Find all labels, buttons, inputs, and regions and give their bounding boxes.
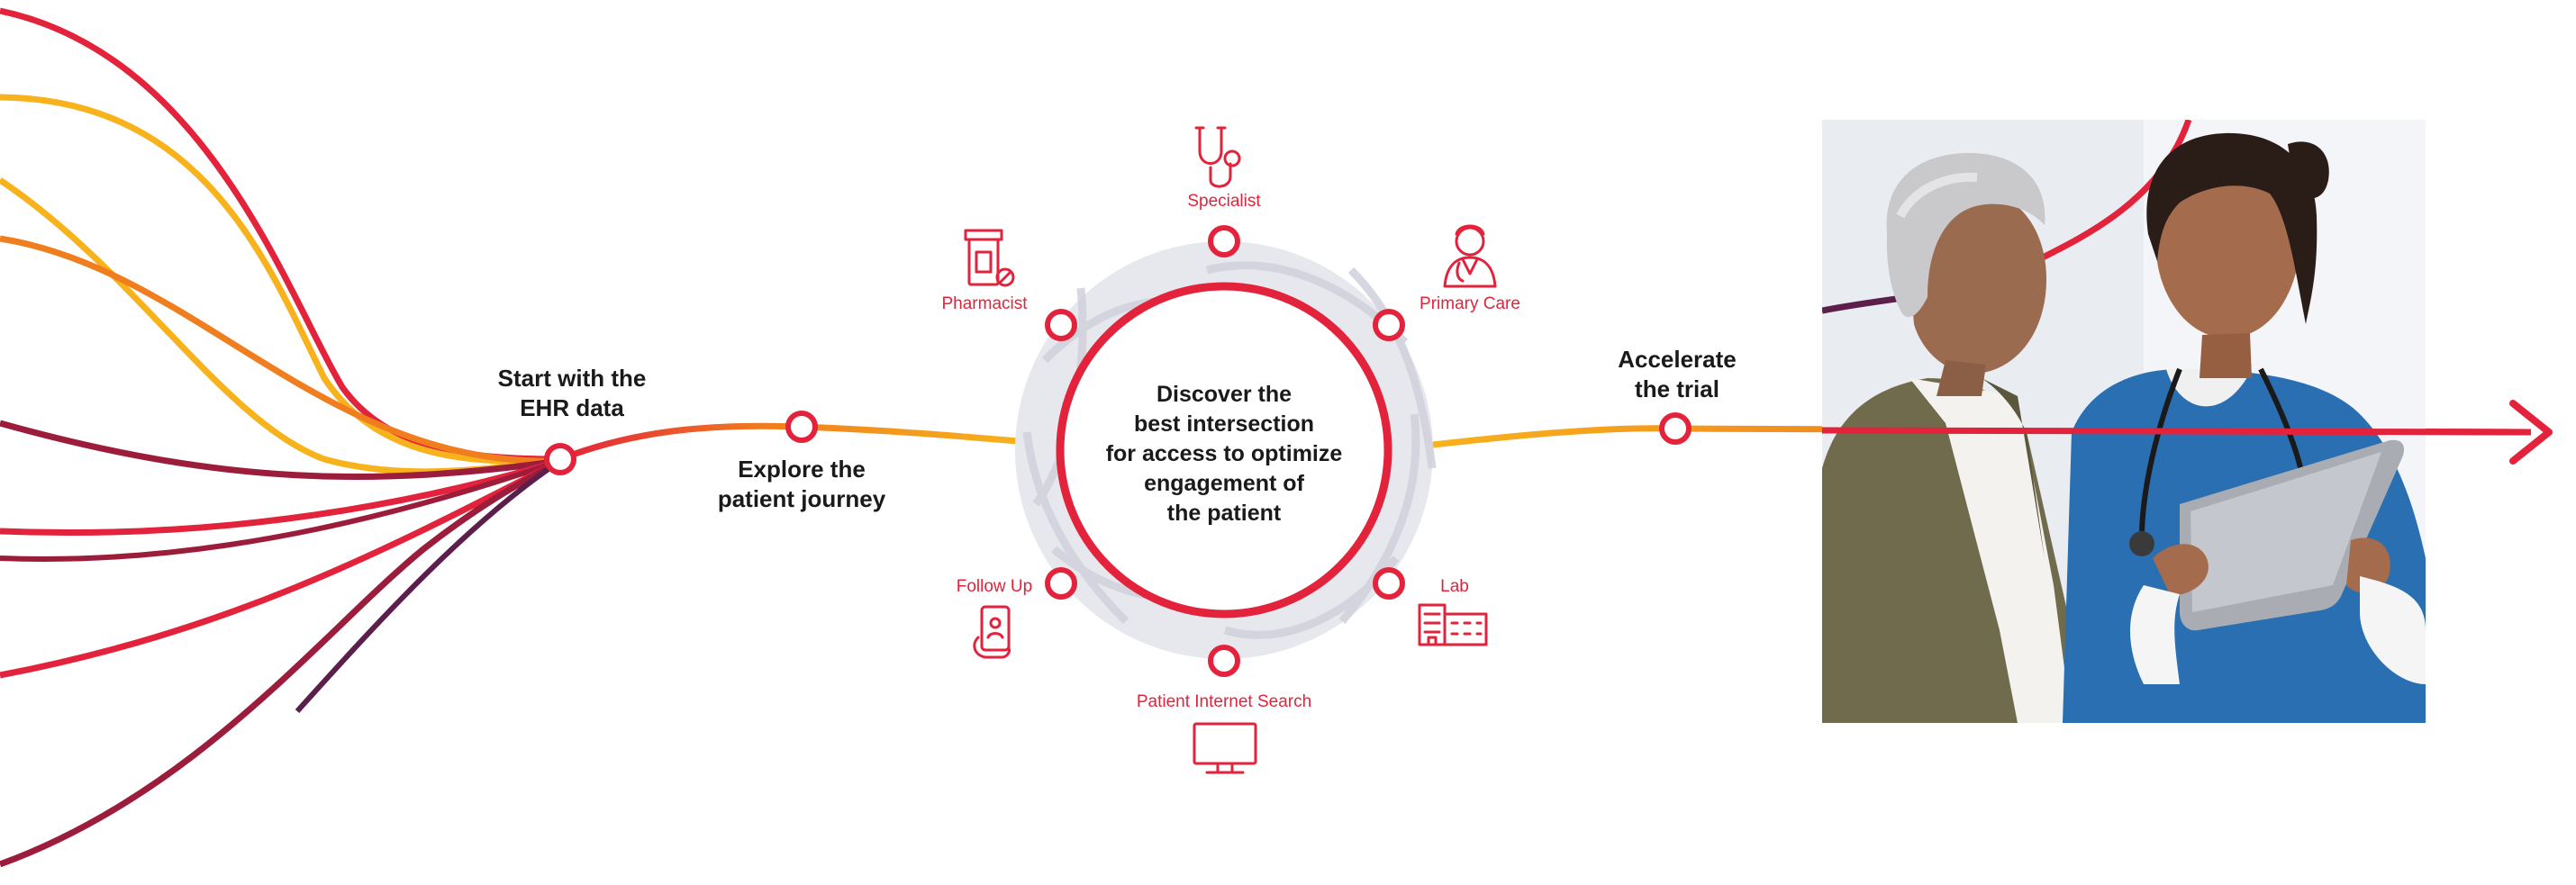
strand [0,457,561,537]
step-explore-line1: Explore the [738,456,866,483]
step-accelerate-line1: Accelerate [1618,346,1737,373]
touchpoint-label-specialist: Specialist [1187,192,1261,211]
touchpoint-label-patient-internet-search: Patient Internet Search [1137,692,1311,711]
strand [0,94,561,465]
strand [0,177,561,475]
step-explore-line2: patient journey [718,485,886,512]
converging-strands [0,7,562,868]
arrow-head-icon [2509,400,2553,465]
strand [0,7,561,463]
node-start[interactable] [544,443,576,475]
strand [0,458,561,562]
hub-text-3: for access to optimize [1106,441,1343,466]
step-start-line2: EHR data [520,394,624,421]
touchpoint-label-primary-care: Primary Care [1420,294,1520,313]
step-accelerate-line2: the trial [1635,375,1719,402]
node-primary-care[interactable] [1373,309,1405,341]
lab-building-icon [1418,603,1488,646]
mobile-phone-icon [973,605,1011,659]
hub-text-4: engagement of [1144,471,1304,496]
strand [0,235,561,465]
node-follow-up[interactable] [1045,567,1077,600]
strand [0,457,562,868]
hub-text-5: the patient [1167,501,1282,526]
strand [295,458,562,714]
stethoscope-icon [1194,126,1241,188]
patient-and-nurse-photo [1822,120,2426,723]
node-accelerate[interactable] [1659,412,1692,445]
node-lab[interactable] [1373,567,1405,600]
touchpoint-label-pharmacist: Pharmacist [941,294,1028,313]
hub: Discover the best intersection for acces… [1015,241,1437,659]
touchpoint-nodes [1045,225,1405,677]
monitor-icon [1193,722,1257,774]
hub-text-1: Discover the [1156,382,1292,407]
hub-text-2: best intersection [1134,411,1314,437]
hub-core [1056,282,1392,619]
strand [0,420,561,480]
pill-bottle-icon [964,229,1015,287]
step-start-line1: Start with the [498,365,647,392]
node-explore[interactable] [785,411,818,443]
node-patient-internet-search[interactable] [1208,645,1240,677]
strand [0,457,562,679]
node-specialist[interactable] [1208,225,1240,257]
doctor-icon [1443,224,1497,288]
touchpoint-label-lab: Lab [1440,577,1469,596]
touchpoint-label-follow-up: Follow Up [957,577,1032,596]
journey-line-over-photo [1821,427,2527,436]
node-pharmacist[interactable] [1045,309,1077,341]
